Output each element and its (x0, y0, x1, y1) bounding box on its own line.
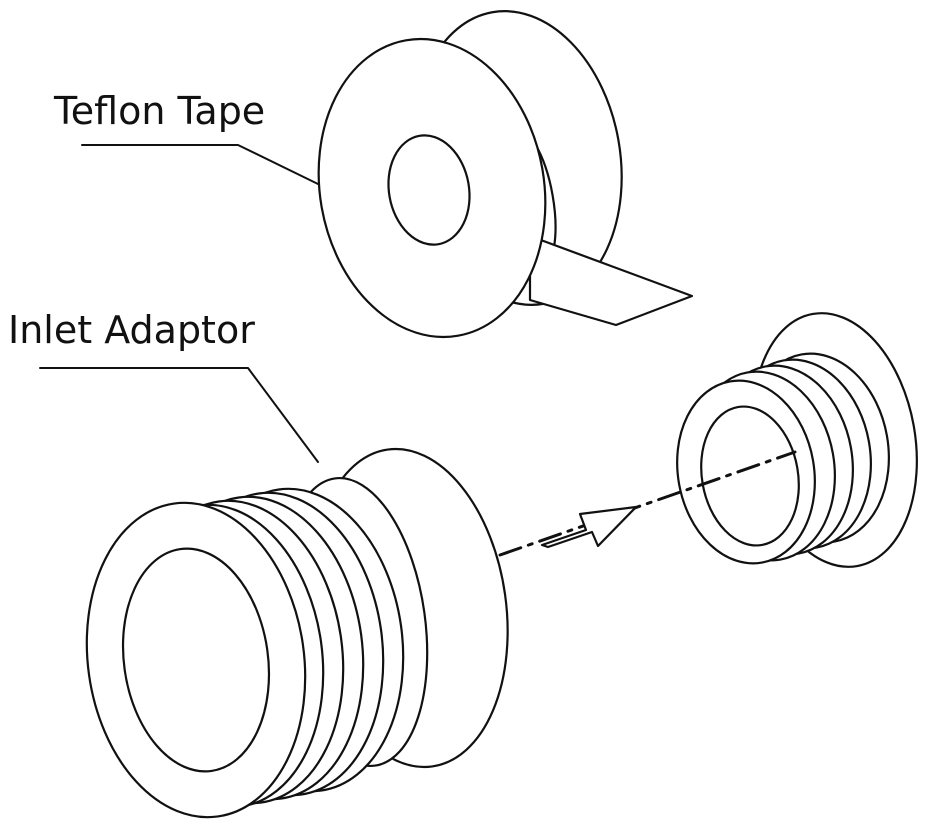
inlet-adaptor-label: Inlet Adaptor (8, 308, 255, 352)
teflon-tape-label: Teflon Tape (53, 89, 265, 133)
tape-center-hole (387, 134, 471, 246)
teflon-tape-leader-line (81, 144, 319, 185)
mating-fitting (676, 312, 918, 568)
teflon-tape-roll (317, 10, 694, 339)
direction-arrow (540, 505, 638, 549)
inlet-adaptor-leader-line (39, 367, 319, 463)
inlet-adaptor (85, 447, 509, 819)
tape-strip (528, 234, 694, 327)
assembly-axis-line (498, 450, 797, 557)
adaptor-bore (121, 547, 271, 773)
